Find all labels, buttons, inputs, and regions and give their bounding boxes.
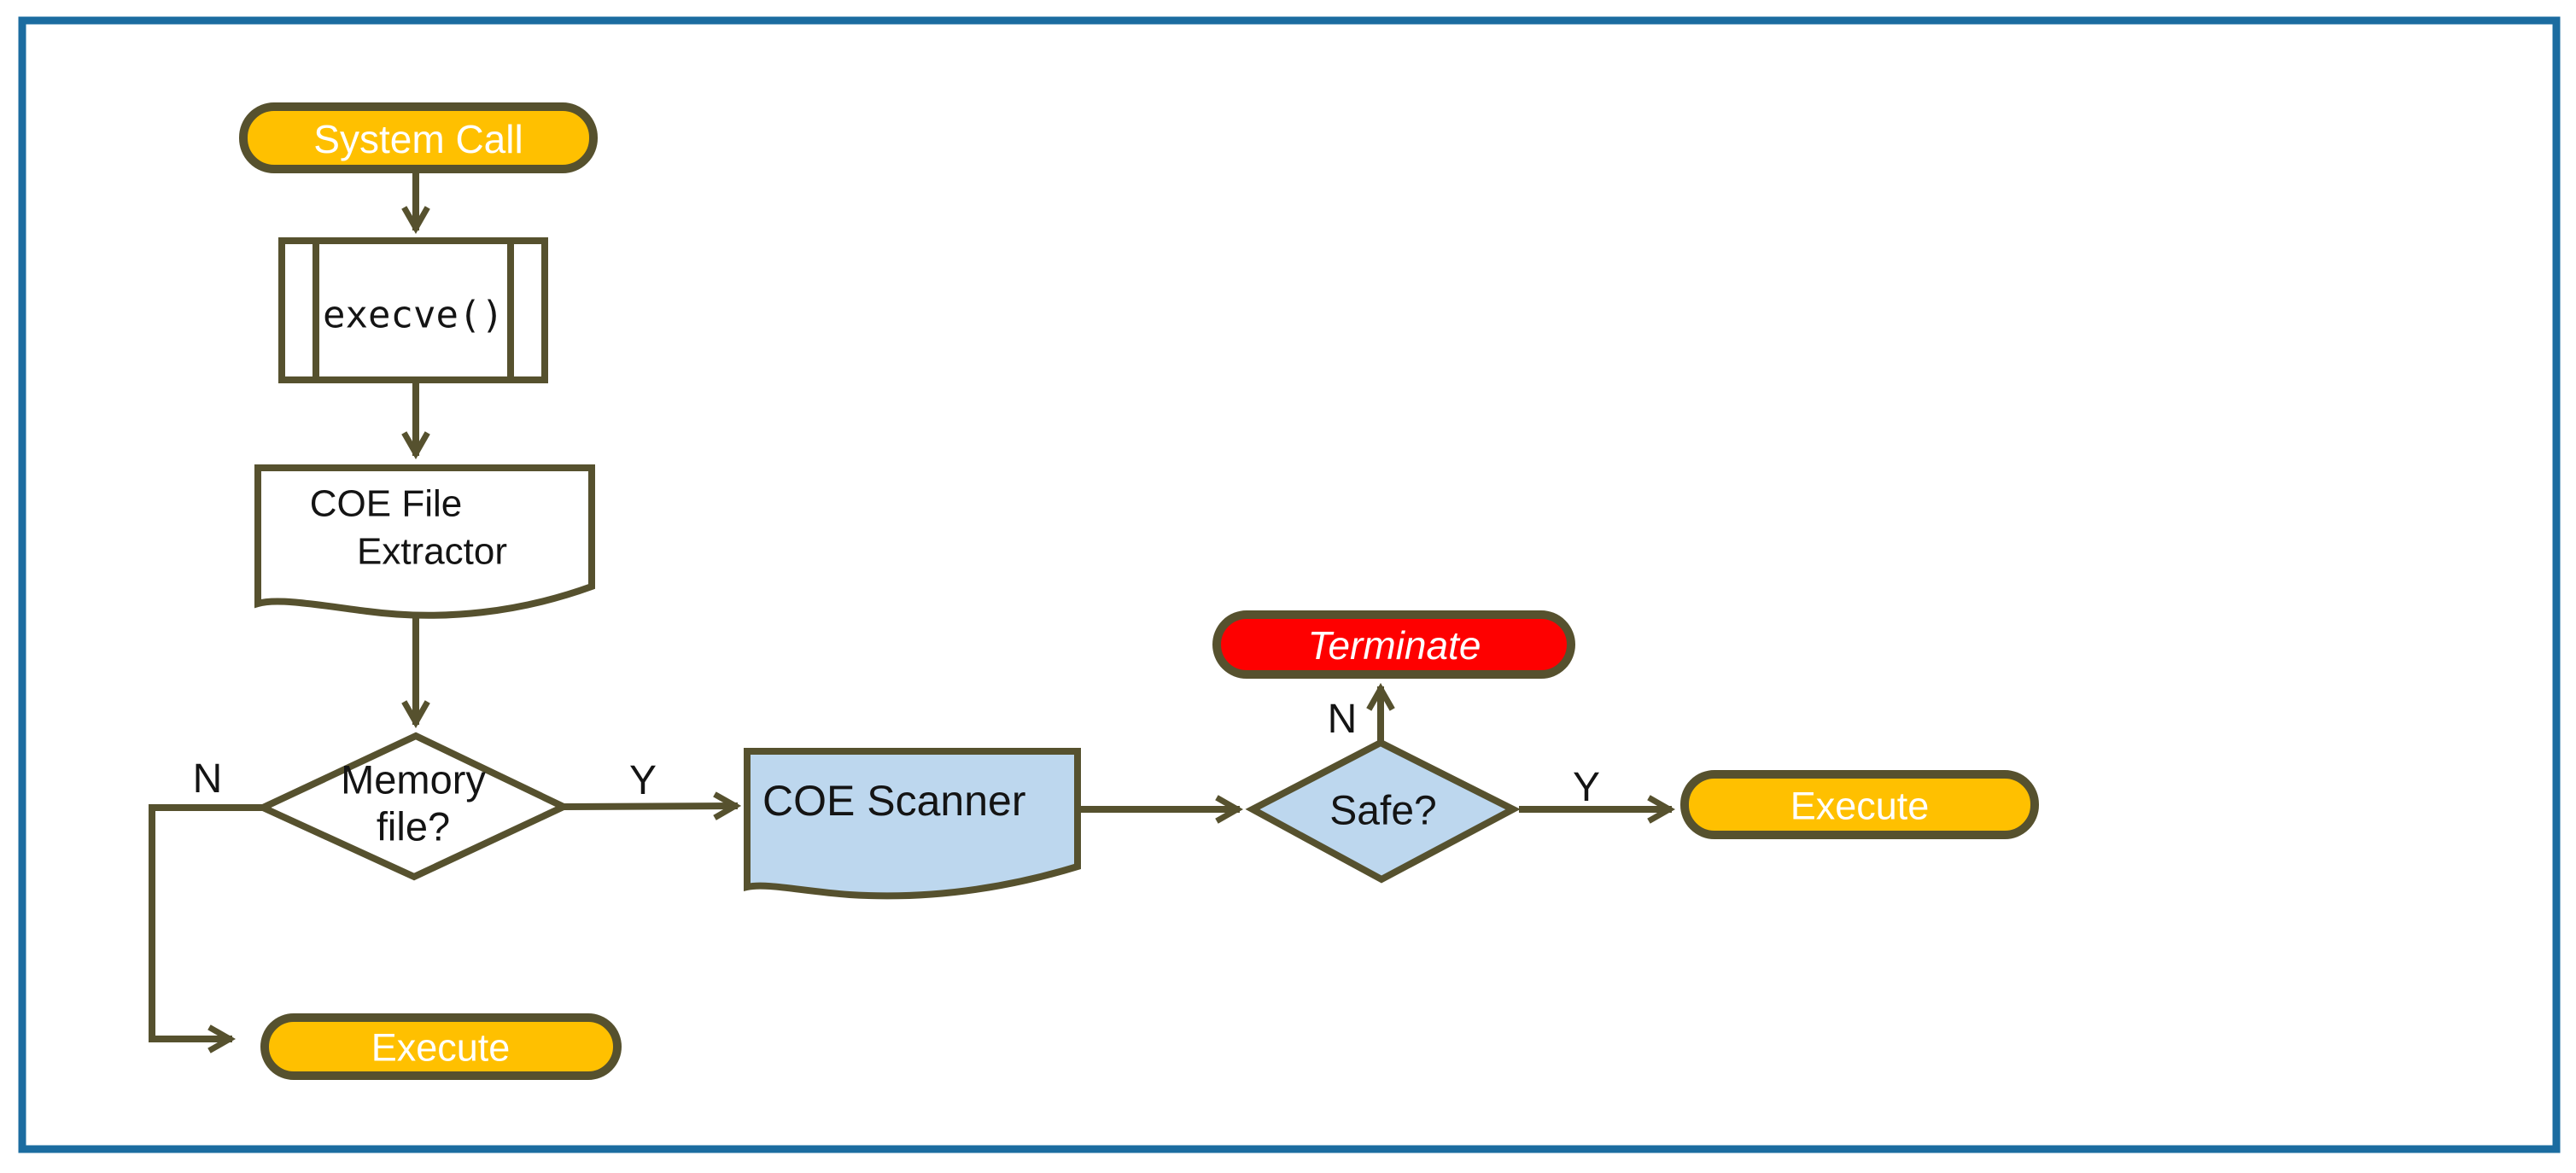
node-execve bbox=[278, 237, 548, 383]
node-execve-side-bars bbox=[313, 242, 514, 378]
node-safe-decision-label: Safe? bbox=[1329, 789, 1436, 834]
edge-label-safe-no: N bbox=[1328, 697, 1358, 742]
edge-memory-yes-to-scanner bbox=[563, 806, 734, 807]
node-execute-yes-branch-label: Execute bbox=[1790, 785, 1930, 828]
slide-border bbox=[18, 16, 2561, 1153]
edge-label-memory-yes: Y bbox=[629, 758, 657, 803]
node-memory-file-label-line1: Memory bbox=[341, 757, 486, 802]
edge-label-memory-no: N bbox=[193, 756, 223, 802]
edge-memory-no-to-execute bbox=[149, 804, 266, 1039]
node-coe-file-extractor-label-line2: Extractor bbox=[357, 531, 507, 573]
node-terminate bbox=[1212, 610, 1575, 679]
node-safe-decision bbox=[1245, 738, 1521, 884]
connectors bbox=[149, 169, 1668, 1039]
node-terminate-label: Terminate bbox=[1308, 623, 1481, 668]
node-coe-file-extractor-label-line1: COE File bbox=[310, 483, 462, 525]
node-memory-file-decision bbox=[254, 732, 572, 881]
node-coe-file-extractor bbox=[254, 464, 595, 619]
node-system-call bbox=[239, 102, 598, 173]
node-execute-yes-branch bbox=[1680, 770, 2039, 839]
node-execute-no-branch-label: Execute bbox=[371, 1026, 511, 1070]
node-memory-file-label-line2: file? bbox=[377, 804, 450, 849]
edge-label-safe-yes: Y bbox=[1573, 765, 1600, 810]
node-execve-label: execve() bbox=[323, 294, 504, 337]
node-execute-no-branch bbox=[260, 1013, 622, 1080]
node-coe-scanner-label: COE Scanner bbox=[762, 777, 1025, 825]
node-coe-scanner bbox=[744, 748, 1081, 900]
node-system-call-label: System Call bbox=[313, 117, 523, 161]
